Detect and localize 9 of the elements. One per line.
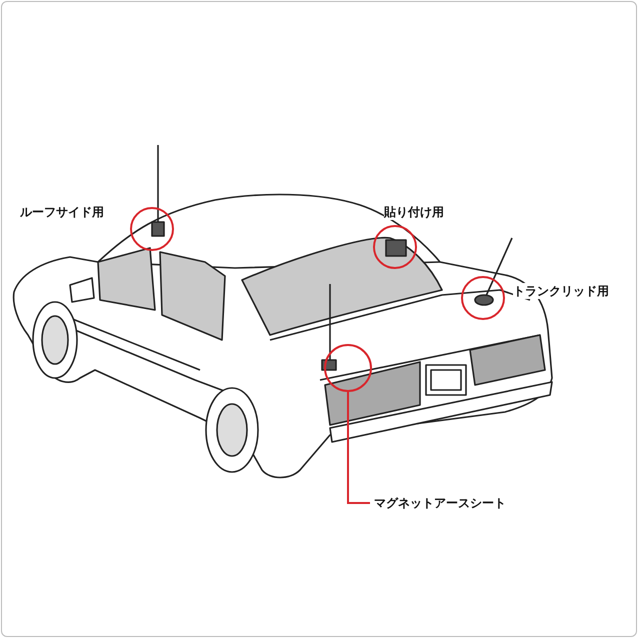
callout-label: マグネットアースシート	[374, 495, 506, 511]
leader-line	[347, 392, 370, 504]
highlight-circle	[324, 344, 372, 392]
callout-label: 貼り付け用	[384, 204, 444, 220]
highlight-circle	[373, 225, 417, 269]
highlight-circle	[130, 207, 174, 251]
callout-label: ルーフサイド用	[20, 204, 104, 220]
highlight-circle	[461, 276, 505, 320]
callout-label: トランクリッド用	[513, 283, 609, 299]
